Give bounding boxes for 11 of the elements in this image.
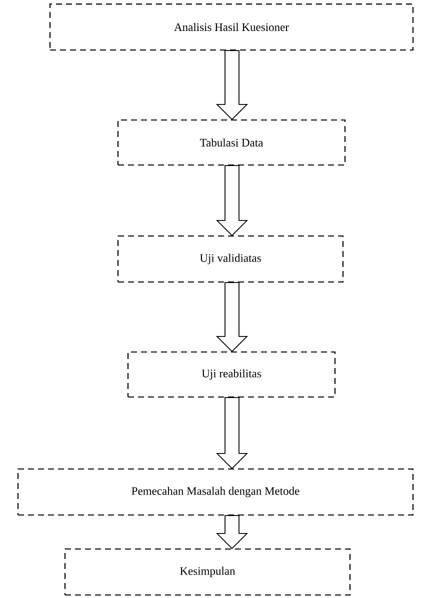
process-box: Uji reabilitas (127, 351, 336, 398)
process-box: Kesimpulan (64, 548, 351, 596)
block-arrow (216, 50, 248, 120)
process-box: Uji validiatas (117, 235, 344, 283)
process-box: Pemecahan Masalah dengan Metode (17, 468, 414, 516)
block-arrow (216, 397, 248, 470)
block-arrow (216, 282, 248, 352)
block-arrow (216, 165, 248, 236)
process-box: Tabulasi Data (117, 119, 346, 166)
block-arrow (216, 515, 248, 550)
process-box: Analisis Hasil Kuesioner (49, 3, 414, 51)
